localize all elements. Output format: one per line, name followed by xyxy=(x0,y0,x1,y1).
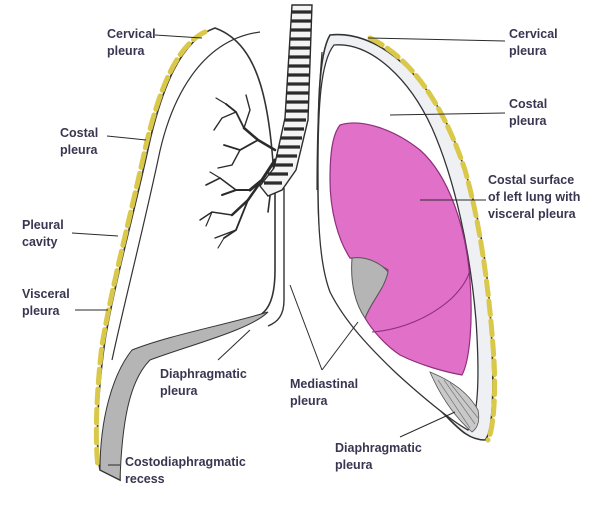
label-pleural-cavity: Pleural cavity xyxy=(22,218,67,249)
right-costal-fat xyxy=(367,35,498,443)
costal-surface-lung xyxy=(329,122,472,376)
left-costal-fat xyxy=(93,29,208,471)
left-pleural-sac xyxy=(93,27,285,482)
label-diaphragmatic-right: Diaphragmatic pleura xyxy=(335,441,425,472)
labels: Cervical pleura Costal pleura Pleural ca… xyxy=(22,27,584,486)
right-mediastinal-line xyxy=(316,51,323,191)
label-cervical-left: Cervical pleura xyxy=(107,27,159,58)
right-pleural-sac xyxy=(316,33,498,443)
left-costodiaphragmatic-recess-shape xyxy=(99,311,269,481)
trachea xyxy=(259,4,313,197)
left-mediastinal-line xyxy=(267,188,285,327)
leader-lines xyxy=(71,34,506,466)
label-costodiaphragmatic: Costodiaphragmatic recess xyxy=(125,455,249,486)
label-costal-left: Costal pleura xyxy=(60,126,102,157)
right-diaphragmatic-recess xyxy=(429,371,480,433)
label-mediastinal: Mediastinal pleura xyxy=(290,377,362,408)
label-cervical-right: Cervical pleura xyxy=(509,27,561,58)
oblique-fissure xyxy=(371,269,471,333)
left-visceral-line xyxy=(111,31,261,361)
label-costal-surface: Costal surface of left lung with viscera… xyxy=(488,173,584,221)
label-costal-right: Costal pleura xyxy=(509,97,551,128)
label-visceral-left: Visceral pleura xyxy=(22,287,73,318)
cardiac-notch xyxy=(351,257,389,320)
bronchial-tree xyxy=(199,94,277,249)
label-diaphragmatic-center: Diaphragmatic pleura xyxy=(160,367,250,398)
